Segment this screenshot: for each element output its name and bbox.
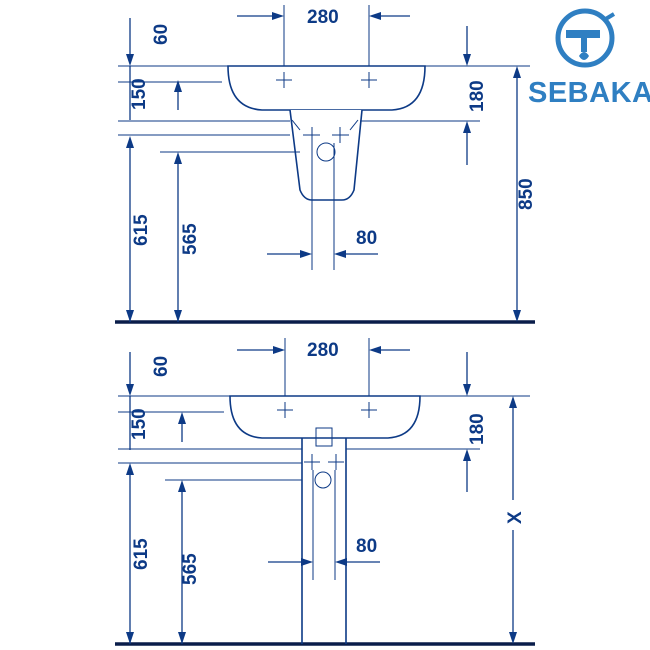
dim-615: 615 — [131, 214, 152, 246]
semi-pedestal — [289, 109, 363, 201]
tap-hole-left — [277, 402, 293, 418]
washbasin — [227, 65, 426, 111]
dim-565: 565 — [180, 553, 201, 585]
trap-outline — [291, 119, 359, 270]
dim-180: 180 — [467, 80, 488, 112]
dim-150: 150 — [129, 408, 150, 440]
bottom-diagram: 280 60 150 615 565 180 X 80 — [115, 338, 535, 646]
logo-text: SEBAKA — [528, 77, 650, 109]
dim-850: 850 — [516, 178, 537, 210]
dim-180: 180 — [467, 413, 488, 445]
washbasin — [229, 395, 421, 439]
dim-565: 565 — [180, 223, 201, 255]
dim-280: 280 — [307, 7, 339, 28]
sebaka-logo: SEBAKA — [528, 8, 650, 109]
trap-outline — [304, 427, 344, 580]
tap-hole-left — [276, 72, 292, 88]
dim-150: 150 — [129, 78, 150, 110]
dim-80: 80 — [356, 536, 377, 557]
dim-280: 280 — [307, 340, 339, 361]
dim-615: 615 — [131, 538, 152, 570]
pipe-wrench-circle-logo-icon — [555, 8, 616, 68]
top-diagram: 280 60 150 615 565 180 850 80 — [115, 5, 537, 324]
dim-80: 80 — [356, 228, 377, 249]
tap-hole-right — [361, 402, 377, 418]
dim-60: 60 — [151, 356, 172, 377]
dim-60: 60 — [151, 24, 172, 45]
tap-hole-right — [361, 72, 377, 88]
full-pedestal — [301, 438, 347, 644]
dim-x: X — [505, 511, 526, 524]
